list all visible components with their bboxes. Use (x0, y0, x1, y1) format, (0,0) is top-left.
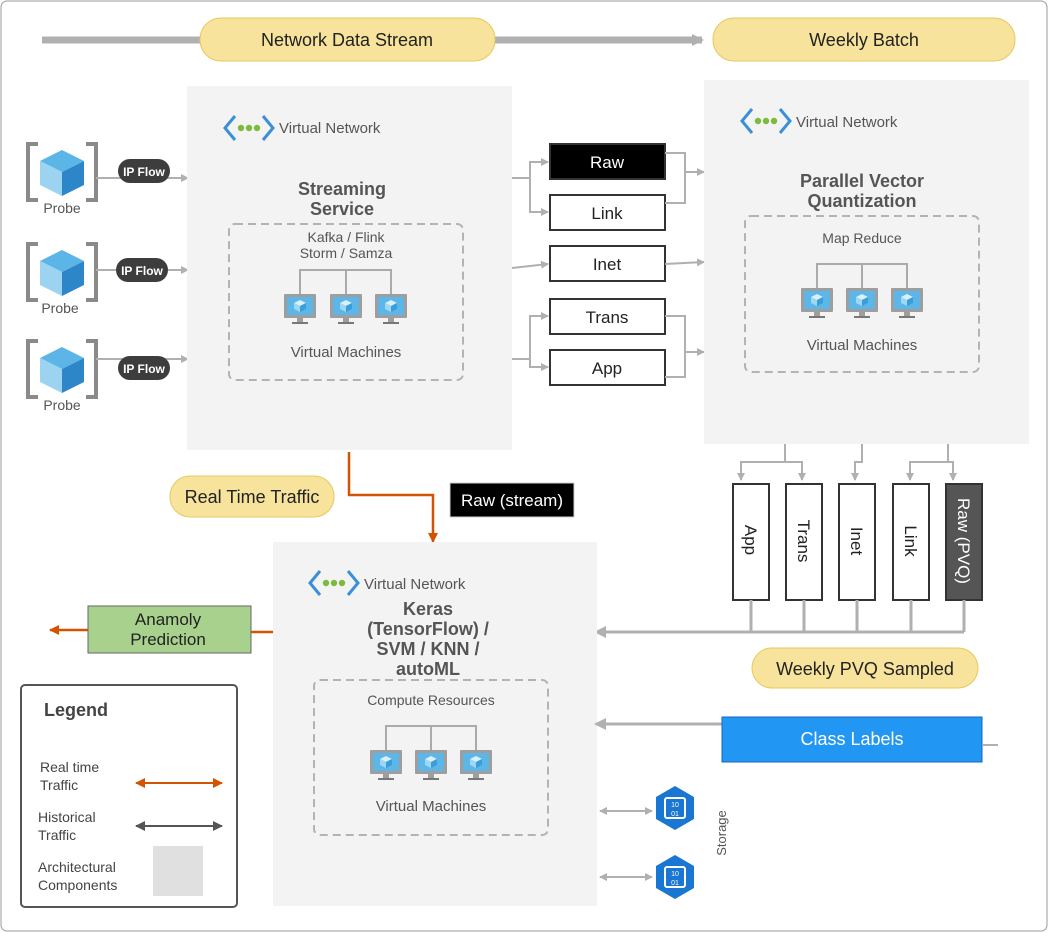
output-trans-label: Trans (586, 308, 629, 327)
class-labels-box (721, 716, 983, 763)
class-labels: Class Labels (594, 716, 998, 763)
pvq-output-raw-label: Raw (PVQ) (954, 498, 973, 584)
pvq-output-inet-label: Inet (847, 527, 866, 556)
legend-arch-line2: Components (38, 877, 117, 893)
ip-flow-label: IP Flow (123, 362, 165, 376)
ml-title-line2: (TensorFlow) / (367, 619, 489, 639)
anomaly-label-line1: Anamoly (135, 610, 202, 629)
legend-historical-line2: Traffic (38, 827, 76, 843)
streaming-vm-tree (299, 269, 392, 294)
raw-stream-label: Raw (stream) (461, 491, 563, 510)
legend-arch-swatch (153, 846, 203, 896)
map-reduce-label: Map Reduce (822, 230, 902, 246)
pvq-input-connectors (664, 152, 705, 378)
realtime-path: Real Time Traffic Raw (stream) (169, 452, 575, 543)
output-boxes: Raw Link Inet Trans App (549, 143, 666, 386)
banner-realtime-label: Real Time Traffic (185, 487, 320, 507)
probe-2: Probe IP Flow (26, 242, 189, 316)
frameworks-line1: Kafka / Flink (307, 229, 385, 245)
banner-network-data-stream (199, 17, 496, 62)
vm-label: Virtual Machines (376, 798, 487, 815)
probe-label: Probe (41, 300, 79, 316)
output-raw (549, 143, 666, 180)
pvq-output-link-label: Link (901, 525, 920, 557)
output-link (549, 194, 666, 231)
pvq-output-app-label: App (741, 525, 760, 555)
pvq-title-line2: Quantization (808, 191, 917, 211)
banner-weekly-pvq-sampled (751, 647, 979, 689)
legend-title: Legend (44, 700, 108, 720)
pvq-title-line1: Parallel Vector (800, 171, 924, 191)
ml-title-line1: Keras (403, 599, 453, 619)
ip-flow-badge (116, 258, 168, 282)
legend-historical-line1: Historical (38, 809, 96, 825)
probe-3: Probe IP Flow (26, 339, 189, 413)
banner-batch-label: Weekly Batch (809, 30, 919, 50)
raw-stream-box (449, 482, 575, 518)
vnet-label: Virtual Network (364, 576, 466, 593)
banner-stream-label: Network Data Stream (261, 30, 433, 50)
banner-weekly-batch (712, 17, 1016, 62)
ip-flow-badge (118, 159, 170, 183)
pvq-panel: Virtual Network Parallel Vector Quantiza… (704, 80, 1029, 444)
storage-label: Storage (714, 810, 729, 856)
pvq-output-boxes: App Trans Inet Link Raw (PVQ) (732, 483, 983, 601)
output-link-label: Link (591, 204, 623, 223)
stream-output-connectors (511, 158, 549, 371)
pvq-to-ml-connector (594, 600, 966, 638)
compute-resources-label: Compute Resources (367, 692, 495, 708)
legend: Legend Real time Traffic Historical Traf… (20, 684, 238, 908)
ml-panel: Virtual Network Keras (TensorFlow) / SVM… (273, 542, 597, 906)
probe-label: Probe (43, 397, 81, 413)
output-app (549, 349, 666, 386)
pvq-output-connectors (737, 444, 957, 481)
frameworks-line2: Storm / Samza (300, 245, 393, 261)
pvq-output-trans (785, 483, 823, 601)
probe-label: Probe (43, 200, 81, 216)
anomaly-prediction: Anamoly Prediction (49, 605, 273, 654)
banner-pvq-sampled-label: Weekly PVQ Sampled (776, 659, 954, 679)
output-trans (549, 298, 666, 335)
vm-label: Virtual Machines (807, 337, 918, 354)
top-flow: Network Data Stream Weekly Batch (42, 17, 1016, 62)
pvq-output-app (732, 483, 770, 601)
vnet-label: Virtual Network (279, 120, 381, 137)
pvq-inner-box (744, 215, 980, 373)
class-labels-label: Class Labels (800, 729, 903, 749)
banner-real-time-traffic (169, 475, 335, 518)
anomaly-label-line2: Prediction (130, 630, 206, 649)
ml-title-line3: SVM / KNN / (376, 639, 479, 659)
pvq-output-link (892, 483, 930, 601)
ml-title-line4: autoML (396, 659, 460, 679)
legend-arch-line1: Architectural (38, 859, 116, 875)
probe-1: Probe IP Flow (26, 142, 189, 216)
vm-label: Virtual Machines (291, 344, 402, 361)
streaming-title-line2: Service (310, 199, 374, 219)
streaming-inner-box (228, 223, 464, 381)
pvq-output-trans-label: Trans (794, 520, 813, 563)
output-inet (549, 245, 666, 282)
ip-flow-label: IP Flow (121, 264, 163, 278)
storage-group: Storage (599, 785, 729, 900)
vnet-label: Virtual Network (796, 114, 898, 131)
output-raw-label: Raw (590, 153, 625, 172)
ip-flow-badge (118, 356, 170, 380)
legend-realtime-line2: Traffic (40, 777, 78, 793)
ml-inner-box (313, 679, 549, 836)
streaming-service-panel: Virtual Network Streaming Service Kafka … (187, 86, 512, 450)
anomaly-box (87, 605, 252, 654)
ip-flow-label: IP Flow (123, 165, 165, 179)
legend-realtime-line1: Real time (40, 759, 99, 775)
streaming-title-line1: Streaming (298, 179, 386, 199)
output-app-label: App (592, 359, 622, 378)
output-inet-label: Inet (593, 255, 622, 274)
